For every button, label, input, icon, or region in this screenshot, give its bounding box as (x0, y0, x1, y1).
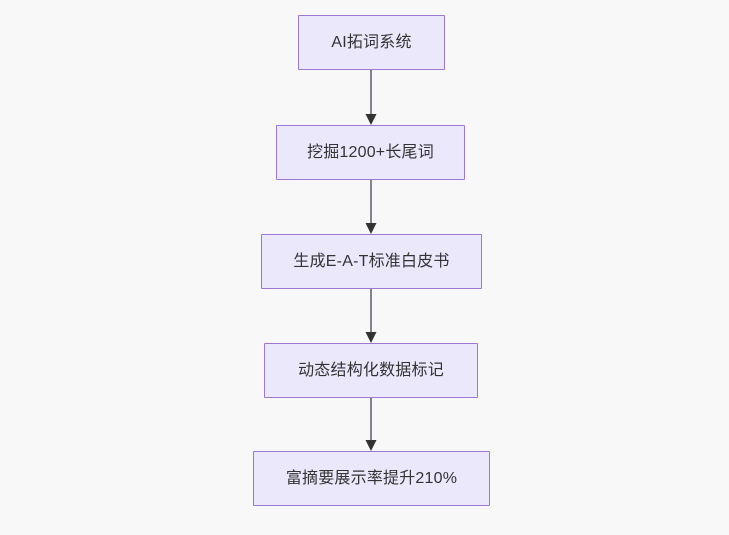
edge-n1-n2 (365, 70, 377, 125)
flow-node-label: 动态结构化数据标记 (298, 361, 444, 379)
flow-node-rich-snippet-rate-increase[interactable]: 富摘要展示率提升210% (253, 451, 490, 506)
edge-n2-n3 (365, 180, 377, 234)
flow-node-generate-eat-whitepaper[interactable]: 生成E-A-T标准白皮书 (261, 234, 482, 289)
flow-node-label: 富摘要展示率提升210% (285, 469, 458, 487)
flow-node-mine-longtail-keywords[interactable]: 挖掘1200+长尾词 (276, 125, 465, 180)
flow-node-ai-keyword-system[interactable]: AI拓词系统 (298, 15, 445, 70)
edge-n4-n5 (365, 398, 377, 451)
edge-n3-n4 (365, 289, 377, 343)
flow-node-label: 生成E-A-T标准白皮书 (293, 252, 450, 270)
flow-node-label: 挖掘1200+长尾词 (307, 143, 434, 161)
flow-node-dynamic-structured-data-markup[interactable]: 动态结构化数据标记 (264, 343, 478, 398)
flow-node-label: AI拓词系统 (331, 33, 412, 51)
